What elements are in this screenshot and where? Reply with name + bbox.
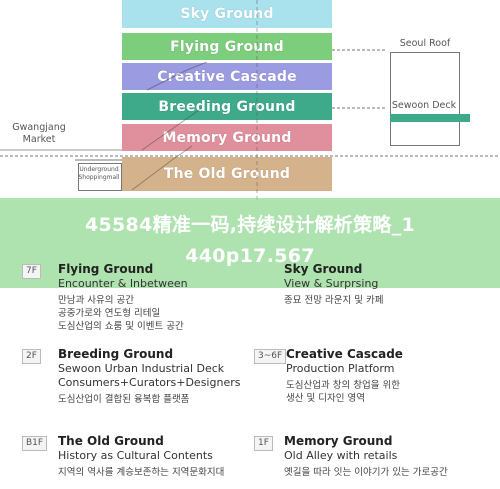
legend-creative-cascade: 3~6F Creative Cascade Production Platfor… (250, 343, 500, 413)
section-diagram: Sky Ground Flying Ground Creative Cascad… (0, 0, 500, 200)
legend-kr-1: 종묘 전망 라운지 및 카페 (284, 295, 384, 306)
gwangjang-market-label: Gwangjang Market (12, 122, 66, 145)
floor-flying-ground: Flying Ground (122, 33, 332, 60)
legend-subtitle: View & Surprsing (284, 277, 379, 290)
legend-kr-2: 공중가로와 연도형 리테일 (58, 308, 161, 319)
watermark-text: 45584精准一码,持续设计解析策略_1 440p17.567 (10, 210, 490, 272)
floor-tag: 3~6F (254, 349, 287, 364)
legend-title: Flying Ground (58, 262, 154, 276)
legend-title: Creative Cascade (286, 347, 403, 361)
floor-label: Flying Ground (170, 38, 284, 55)
legend-subtitle-2: Consumers+Curators+Designers (58, 376, 241, 389)
legend-flying-ground: 7F Flying Ground Encounter & Inbetween 만… (0, 258, 250, 338)
floor-tag: 2F (22, 349, 41, 364)
legend-title: Sky Ground (284, 262, 363, 276)
legend-kr-2: 생산 및 디자인 영역 (286, 393, 365, 404)
legend-kr-1: 옛길을 따라 잇는 이야기가 있는 가로공간 (284, 467, 448, 478)
sewoon-deck-label: Sewoon Deck (391, 100, 457, 111)
floor-sky-ground: Sky Ground (122, 0, 332, 28)
legend-memory-ground: 1F Memory Ground Old Alley with retails … (250, 430, 500, 480)
legend-kr-3: 도심산업의 쇼룸 및 이벤트 공간 (58, 321, 184, 332)
floor-label: Breeding Ground (158, 98, 296, 115)
watermark-line-2: 440p17.567 (185, 245, 315, 267)
stair-hatching (131, 0, 258, 200)
underground-box (78, 163, 122, 191)
floor-label: Creative Cascade (157, 68, 297, 85)
legend-subtitle: Old Alley with retails (284, 449, 398, 462)
legend-sky-ground: Sky Ground View & Surprsing 종묘 전망 라운지 및 … (250, 258, 500, 338)
floor-tag: B1F (22, 436, 48, 451)
diagram-lines (0, 49, 500, 161)
floor-the-old-ground: The Old Ground (122, 157, 332, 191)
legend-breeding-ground: 2F Breeding Ground Sewoon Urban Industri… (0, 343, 250, 413)
floor-label: Sky Ground (180, 6, 274, 22)
floor-creative-cascade: Creative Cascade (122, 63, 332, 90)
legend-subtitle: Encounter & Inbetween (58, 277, 188, 290)
legend-subtitle: History as Cultural Contents (58, 449, 213, 462)
legend-kr-1: 만남과 사유의 공간 (58, 295, 134, 306)
watermark-overlay (0, 198, 500, 288)
legend-kr-1: 도심산업이 결합된 융복합 플랫폼 (58, 394, 190, 405)
legend-kr-1: 도심산업과 창의 창업을 위한 (286, 380, 400, 391)
floor-label: The Old Ground (163, 166, 291, 182)
legend-kr-1: 지역의 역사를 계승보존하는 지역문화지대 (58, 467, 225, 478)
floor-memory-ground: Memory Ground (122, 124, 332, 151)
floor-tag: 7F (22, 264, 41, 279)
legend-title: Breeding Ground (58, 347, 174, 361)
seoul-roof-box (390, 52, 460, 146)
legend-subtitle: Sewoon Urban Industrial Deck (58, 362, 225, 375)
legend-subtitle: Production Platform (286, 362, 395, 375)
underground-label: Underground Shoppingmall (78, 166, 120, 181)
legend-the-old-ground: B1F The Old Ground History as Cultural C… (0, 430, 250, 480)
seoul-roof-label: Seoul Roof (399, 38, 451, 49)
floor-label: Memory Ground (162, 129, 292, 146)
floor-breeding-ground: Breeding Ground (122, 93, 332, 120)
legend-title: Memory Ground (284, 434, 393, 448)
sewoon-deck-bar (390, 114, 470, 122)
watermark-line-1: 45584精准一码,持续设计解析策略_1 (84, 214, 416, 236)
legend-title: The Old Ground (58, 434, 164, 448)
floor-tag: 1F (254, 436, 273, 451)
